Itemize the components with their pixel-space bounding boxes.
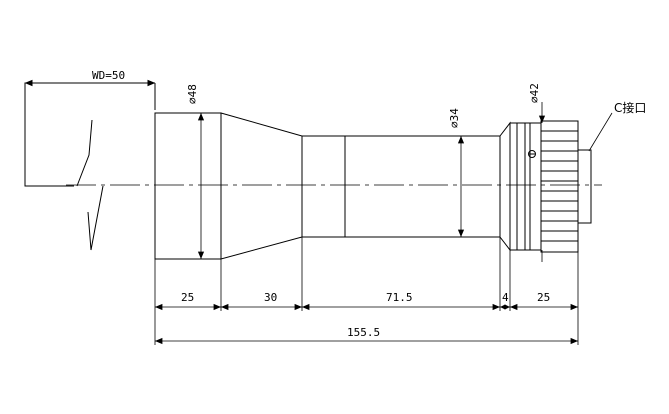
segment-3-label: 71.5 — [386, 291, 413, 304]
diameter-dimensions — [197, 102, 546, 262]
c-mount-label: C接口 — [614, 100, 646, 115]
middle-diameter-label: ⌀34 — [448, 108, 461, 128]
focus-ring — [540, 120, 579, 253]
wd-bracket — [24, 79, 156, 187]
wd-label: WD=50 — [92, 69, 125, 82]
c-mount-thread — [577, 149, 592, 224]
lens-body — [154, 112, 542, 260]
mount-leader-line — [588, 112, 613, 152]
object-plane-break — [76, 119, 104, 251]
segment-dimension-line — [154, 303, 579, 311]
segment-1-label: 25 — [181, 291, 194, 304]
rear-diameter-label: ⌀42 — [528, 83, 541, 103]
front-diameter-label: ⌀48 — [186, 84, 199, 104]
extension-lines — [154, 237, 579, 345]
segment-5-label: 25 — [537, 291, 550, 304]
total-length-label: 155.5 — [347, 326, 380, 339]
total-dimension-line — [154, 337, 579, 345]
segment-2-label: 30 — [264, 291, 277, 304]
segment-4-label: 4 — [502, 291, 509, 304]
locking-screw-icon — [528, 150, 536, 158]
